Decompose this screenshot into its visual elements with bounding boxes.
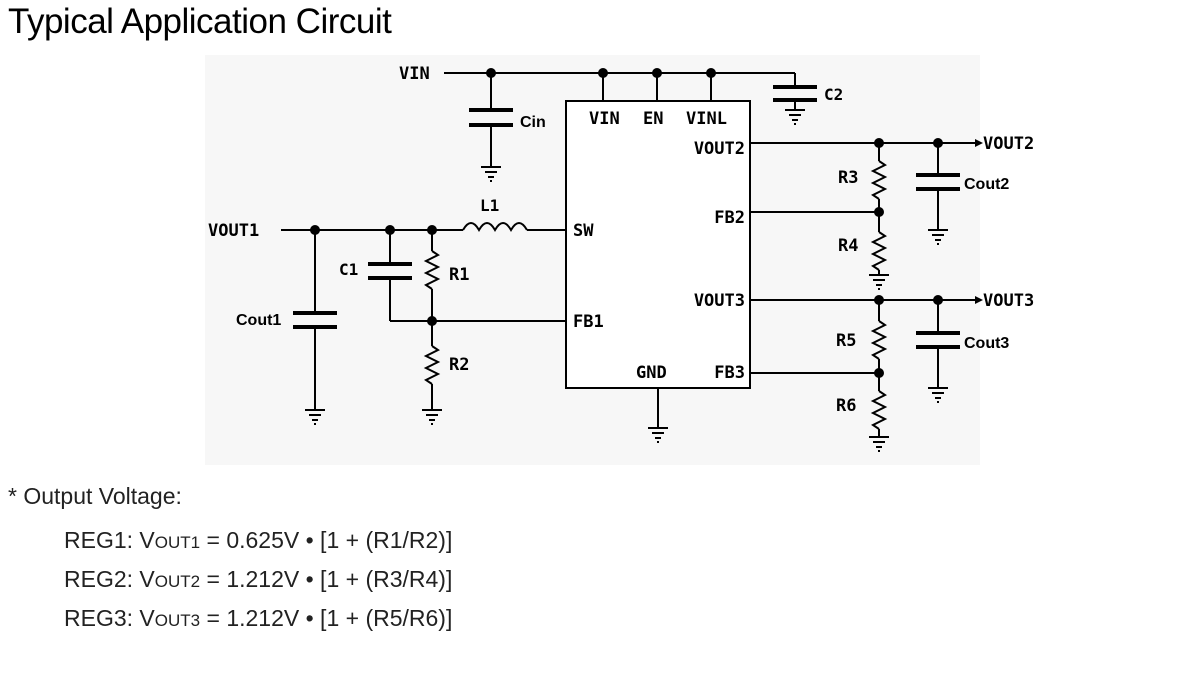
ground-icon — [869, 274, 889, 290]
ground-icon — [869, 436, 889, 452]
ground-icon — [648, 427, 668, 443]
label-r6: R6 — [836, 396, 856, 416]
page-title: Typical Application Circuit — [8, 2, 392, 41]
label-l1: L1 — [480, 196, 499, 215]
ground-icon — [305, 409, 325, 425]
resistor-r4 — [870, 231, 888, 271]
label-cout1: Cout1 — [236, 312, 281, 329]
pin-label-vout3: VOUT3 — [694, 291, 745, 311]
output-voltage-notes: * Output Voltage: REG1: VOUT1 = 0.625V •… — [8, 483, 452, 643]
pin-label-vin: VIN — [589, 109, 620, 129]
label-cout2: Cout2 — [964, 176, 1009, 193]
net-label-vout1: VOUT1 — [208, 221, 259, 241]
resistor-r2 — [423, 345, 441, 385]
ground-icon — [785, 109, 805, 125]
resistor-r5 — [870, 320, 888, 360]
ground-icon — [928, 387, 948, 403]
net-label-vout2: VOUT2 — [983, 134, 1034, 154]
notes-heading: * Output Voltage: — [8, 483, 182, 509]
pin-label-fb1: FB1 — [573, 312, 604, 332]
pin-label-fb3: FB3 — [714, 363, 745, 383]
net-label-vout3: VOUT3 — [983, 291, 1034, 311]
ground-icon — [928, 229, 948, 245]
ground-symbols — [305, 109, 948, 452]
label-r2: R2 — [449, 355, 469, 375]
resistor-r1 — [423, 250, 441, 290]
inductor-l1 — [462, 222, 528, 233]
circuit-schematic: VIN VOUT1 VOUT2 VOUT3 VIN EN VINL VOUT2 … — [208, 64, 1035, 452]
pin-label-fb2: FB2 — [714, 208, 745, 228]
label-cin: Cin — [520, 114, 546, 131]
label-r5: R5 — [836, 331, 856, 351]
label-r1: R1 — [449, 265, 469, 285]
label-cout3: Cout3 — [964, 335, 1009, 352]
label-c1: C1 — [339, 260, 358, 279]
resistor-r3 — [870, 160, 888, 200]
label-c2: C2 — [824, 85, 843, 104]
pin-label-gnd: GND — [636, 363, 667, 383]
pin-label-vinl: VINL — [686, 109, 727, 129]
pin-label-en: EN — [643, 109, 663, 129]
label-r4: R4 — [838, 236, 858, 256]
resistor-r6 — [870, 390, 888, 430]
pin-label-sw: SW — [573, 221, 594, 241]
ground-icon — [481, 166, 501, 182]
net-label-vin: VIN — [399, 64, 430, 84]
equation-reg1: REG1: VOUT1 = 0.625V • [1 + (R1/R2)] — [64, 527, 453, 553]
ground-icon — [422, 409, 442, 425]
equation-reg2: REG2: VOUT2 = 1.212V • [1 + (R3/R4)] — [64, 566, 453, 592]
pin-label-vout2: VOUT2 — [694, 139, 745, 159]
equation-reg3: REG3: VOUT3 = 1.212V • [1 + (R5/R6)] — [64, 605, 453, 631]
junction-dots — [310, 68, 943, 378]
label-r3: R3 — [838, 168, 858, 188]
